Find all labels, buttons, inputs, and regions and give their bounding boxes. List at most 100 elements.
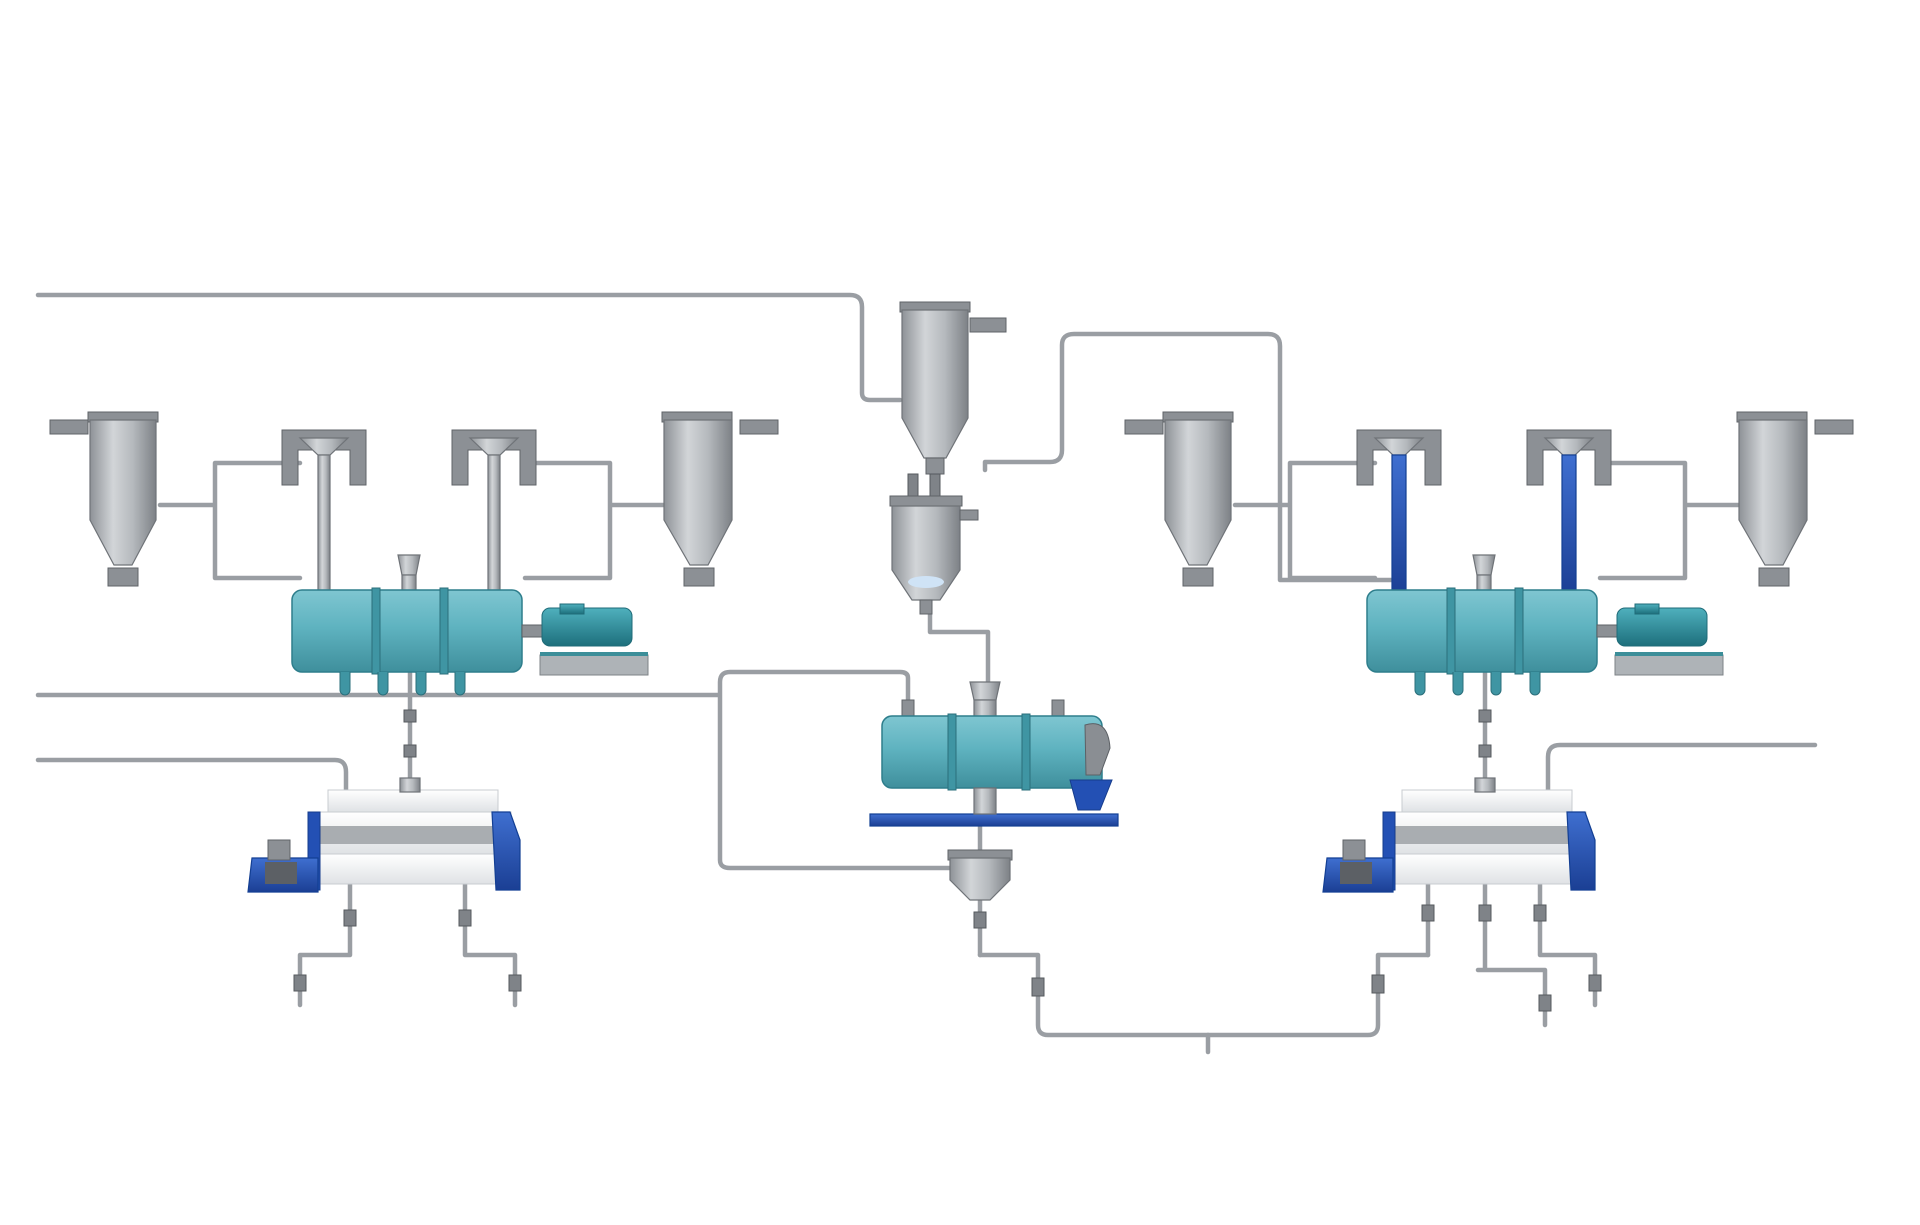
filter-vessel-center [890, 474, 978, 614]
valve-left-3 [294, 975, 306, 991]
mixer-center-inlet [970, 682, 1000, 700]
feeder-1 [282, 430, 366, 595]
mixer-right-coupling [1597, 625, 1617, 637]
hopper-3 [1125, 412, 1233, 586]
hopper-3-body [1165, 420, 1231, 565]
dryer-left-drum-lower [315, 854, 511, 884]
dryer-left-motor [265, 862, 297, 884]
mixer-right-band-2 [1515, 588, 1523, 674]
cone-discharge-center [948, 850, 1384, 996]
valve-right-4 [1589, 975, 1601, 991]
dryer-right-motor [1340, 862, 1372, 884]
mixer-left-coupling [522, 625, 542, 637]
mixer-right-band-1 [1447, 588, 1455, 674]
hopper-2-body [664, 420, 732, 565]
hopper-1-nozzle [50, 420, 88, 434]
mixer-center-drive-arm [1085, 724, 1110, 775]
hopper-3-outlet [1183, 568, 1213, 586]
hopper-2-outlet [684, 568, 714, 586]
bottom-return-valve-right [1372, 975, 1384, 993]
dryer-right-top-nozzle [1475, 778, 1495, 792]
valve-right-6 [1479, 710, 1491, 722]
feeder-3-shaft [1392, 455, 1406, 595]
hopper-center-outlet [926, 458, 944, 474]
filter-vessel-valve-b [930, 474, 940, 496]
dryer-left-top-cover [328, 790, 498, 812]
hopper-2 [662, 412, 778, 586]
mixer-center [870, 682, 1118, 826]
left-process-group [50, 412, 778, 991]
right-process-group [1125, 412, 1853, 1011]
hopper-center [900, 302, 1006, 474]
dryer-left-drum-band [315, 826, 511, 844]
mixer-center-frame [870, 814, 1118, 826]
mixer-left-nozzles [340, 672, 465, 695]
hopper-4-body [1739, 420, 1807, 565]
valve-left-1 [344, 910, 356, 926]
feeder-4-shaft [1562, 455, 1576, 595]
mixer-right-neck [1477, 575, 1491, 591]
mixer-right-motor [1617, 608, 1707, 646]
hopper-3-nozzle [1125, 420, 1163, 434]
pipe-right-loop-a [1235, 463, 1375, 578]
pipe-right-inlet [1548, 745, 1815, 800]
pipe-left-loop-a [160, 463, 300, 578]
valve-right-7 [1479, 745, 1491, 757]
dryer-left-motor-cap [268, 840, 290, 860]
mixer-left-body [292, 590, 522, 672]
filter-vessel-lid [890, 496, 962, 506]
mixer-center-band-2 [1022, 714, 1030, 790]
hopper-1-body [90, 420, 156, 565]
mixer-center-drive-bracket [1070, 780, 1112, 810]
valve-left-2 [459, 910, 471, 926]
feeder-2 [452, 430, 536, 595]
bottom-return-valve-left [1032, 978, 1044, 996]
pipe-lower-left [38, 760, 346, 800]
hopper-1-outlet [108, 568, 138, 586]
pipe-bottom-return [980, 955, 1428, 1035]
dryer-left [248, 778, 520, 892]
mixer-left-motor-base [540, 655, 648, 675]
filter-vessel-sight [908, 576, 944, 588]
mixer-left-band-2 [440, 588, 448, 674]
pipe-dryer-right-legs [1428, 880, 1595, 1025]
mixer-right-motor-box [1635, 604, 1659, 614]
mixer-right-motor-base-top [1615, 652, 1723, 656]
hopper-center-nozzle [970, 318, 1006, 332]
filter-vessel-valve-a [908, 474, 918, 496]
dryer-right [1323, 778, 1595, 892]
dryer-right-end-right [1567, 812, 1595, 890]
valve-left-4 [509, 975, 521, 991]
valve-right-3 [1534, 905, 1546, 921]
center-process-group [870, 302, 1384, 996]
valve-right-1 [1422, 905, 1434, 921]
dryer-right-drum-band [1390, 826, 1586, 844]
mixer-left-inlet [398, 555, 420, 575]
mixer-right-nozzles [1415, 672, 1540, 695]
pipe-center-filter-to-mixer [930, 612, 988, 690]
pipe-top-inlet [38, 295, 900, 400]
cone-discharge-valve [974, 912, 986, 928]
valve-right-5 [1539, 995, 1551, 1011]
filter-vessel-side-port [960, 510, 978, 520]
mixer-right-inlet [1473, 555, 1495, 575]
pipe-dryer-left-legs [300, 880, 515, 1005]
hopper-4 [1737, 412, 1853, 586]
hopper-2-nozzle [740, 420, 778, 434]
mixer-left-band-1 [372, 588, 380, 674]
feeder-3 [1357, 430, 1441, 595]
mixer-right-body [1367, 590, 1597, 672]
cone-discharge-body [950, 858, 1010, 900]
feeder-1-shaft [318, 455, 330, 595]
dryer-right-drum-lower [1390, 854, 1586, 884]
mixer-center-body [882, 716, 1102, 788]
hopper-4-nozzle [1815, 420, 1853, 434]
hopper-4-outlet [1759, 568, 1789, 586]
dryer-left-top-nozzle [400, 778, 420, 792]
filter-vessel-outlet [920, 600, 932, 614]
pipe-right-loop-b [1600, 463, 1755, 578]
dryer-left-end-right [492, 812, 520, 890]
mixer-left-motor [542, 608, 632, 646]
